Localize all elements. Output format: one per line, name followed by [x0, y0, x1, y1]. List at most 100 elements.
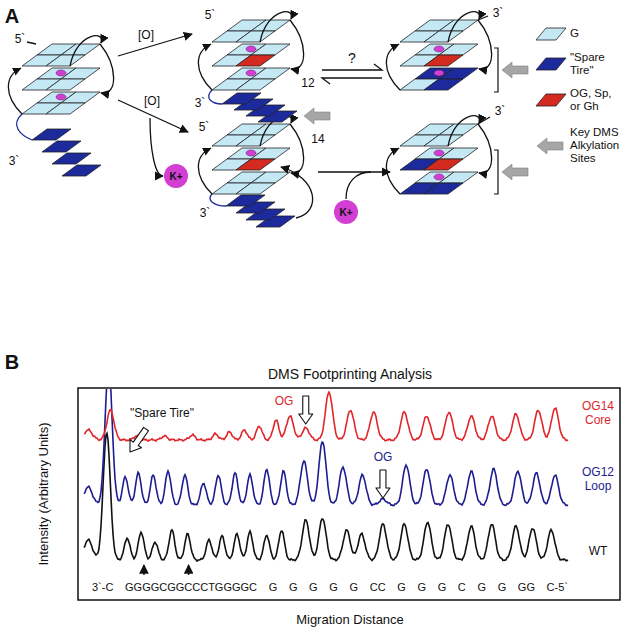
ion-label: K+ [169, 171, 182, 182]
g-quadruplex [386, 116, 491, 194]
strand-loop [290, 124, 304, 173]
legend-tile [536, 58, 566, 70]
guanine-tile [424, 159, 463, 170]
guanine-tile [236, 79, 275, 90]
guanine-tile [424, 135, 463, 146]
strand-loop [478, 20, 492, 69]
g-quadruplex [386, 12, 491, 90]
peak-annotation: OG [275, 395, 294, 409]
spare-tire [210, 194, 295, 227]
alkylation-arrow [304, 108, 330, 124]
strand-tail [27, 42, 36, 44]
strand-loop [448, 116, 480, 146]
reaction-arrow [318, 171, 390, 172]
guanine-tile [251, 68, 290, 79]
question-mark: ? [348, 50, 356, 66]
potassium-ion [434, 70, 444, 76]
strand-tail [478, 117, 490, 124]
strand-end: 5` [199, 121, 210, 135]
guanine-tile [52, 153, 91, 164]
guanine-tile [439, 124, 478, 135]
strand-loop [478, 124, 492, 173]
potassium-ion: K+ [334, 200, 358, 224]
strand-loop [290, 20, 304, 69]
ion-uptake-arrow [346, 172, 371, 199]
panel-a-illustration [8, 12, 528, 227]
strand-end: 3` [200, 207, 211, 221]
guanine-tile [424, 55, 463, 66]
reaction-arrow [118, 34, 192, 56]
g-quadruplex [198, 12, 303, 90]
guanine-tile [439, 68, 478, 79]
strand-loop [8, 68, 22, 114]
trace-label: OG12 Loop [578, 466, 618, 494]
strand-end: 3` [495, 105, 506, 119]
strand-tail [209, 90, 222, 104]
guanine-tile [251, 172, 290, 183]
trace-label: OG14 Core [578, 400, 618, 428]
potassium-ion [246, 150, 256, 156]
bracket [494, 150, 498, 194]
equilibrium-arrow [322, 78, 382, 84]
legend-text: G [570, 27, 622, 40]
legend-tile [536, 28, 566, 40]
strand-loop [198, 148, 212, 194]
potassium-ion [434, 46, 444, 52]
guanine-tile [61, 92, 100, 103]
legend-text: "Spare Tire" [570, 51, 622, 77]
potassium-ion [246, 46, 256, 52]
guanine-tile [236, 135, 275, 146]
footprint-trace [84, 389, 568, 506]
ion-label: K+ [339, 207, 352, 218]
reactive-site-arrow [188, 565, 189, 575]
oxidation-site-arrow [299, 396, 313, 424]
strand-loop [70, 36, 102, 66]
guanine-tile [61, 44, 100, 55]
trace-label: WT [589, 545, 608, 559]
guanine-tile [236, 31, 275, 42]
panel-letter: A [5, 5, 19, 28]
guanine-tile [236, 183, 275, 194]
spare-tire [209, 90, 297, 122]
guanine-tile [424, 31, 463, 42]
guanine-tile [251, 148, 290, 159]
peak-annotation: OG [374, 451, 393, 465]
g-quadruplex [8, 36, 113, 114]
guanine-tile [46, 79, 85, 90]
potassium-ion [56, 94, 66, 100]
guanine-tile [439, 172, 478, 183]
strand-loop [386, 44, 400, 90]
alkylation-arrow [502, 164, 528, 180]
guanine-tile [251, 20, 290, 31]
strand-loop [260, 12, 292, 42]
axis-title: Migration Distance [296, 613, 404, 628]
guanine-tile [42, 141, 81, 152]
guanine-tile [46, 103, 85, 114]
chart-title: DMS Footprinting Analysis [268, 366, 432, 382]
strand-end: 3` [195, 97, 206, 111]
potassium-ion: K+ [164, 164, 188, 188]
strand-end: 5` [205, 9, 216, 23]
guanine-tile [62, 165, 101, 176]
legend-swatch [533, 136, 569, 156]
repair-arrow [281, 167, 313, 218]
alkylation-arrow [502, 62, 528, 78]
guanine-tile [439, 148, 478, 159]
guanine-tile [226, 195, 265, 206]
strand-loop [386, 148, 400, 194]
peak-annotation: "Spare Tire" [130, 407, 194, 421]
reactive-site-arrow [143, 565, 144, 575]
potassium-ion [246, 70, 256, 76]
guanine-tile [251, 124, 290, 135]
reaction-condition: [O] [144, 95, 160, 109]
guanine-tile [222, 93, 261, 104]
residue-number: 14 [311, 133, 324, 147]
guanine-tile [424, 79, 463, 90]
strand-end: 3` [9, 155, 20, 169]
bracket [494, 48, 498, 92]
strand-tail [478, 16, 488, 20]
guanine-tile [439, 20, 478, 31]
trace-group [84, 389, 568, 561]
g-quadruplex [198, 116, 303, 194]
